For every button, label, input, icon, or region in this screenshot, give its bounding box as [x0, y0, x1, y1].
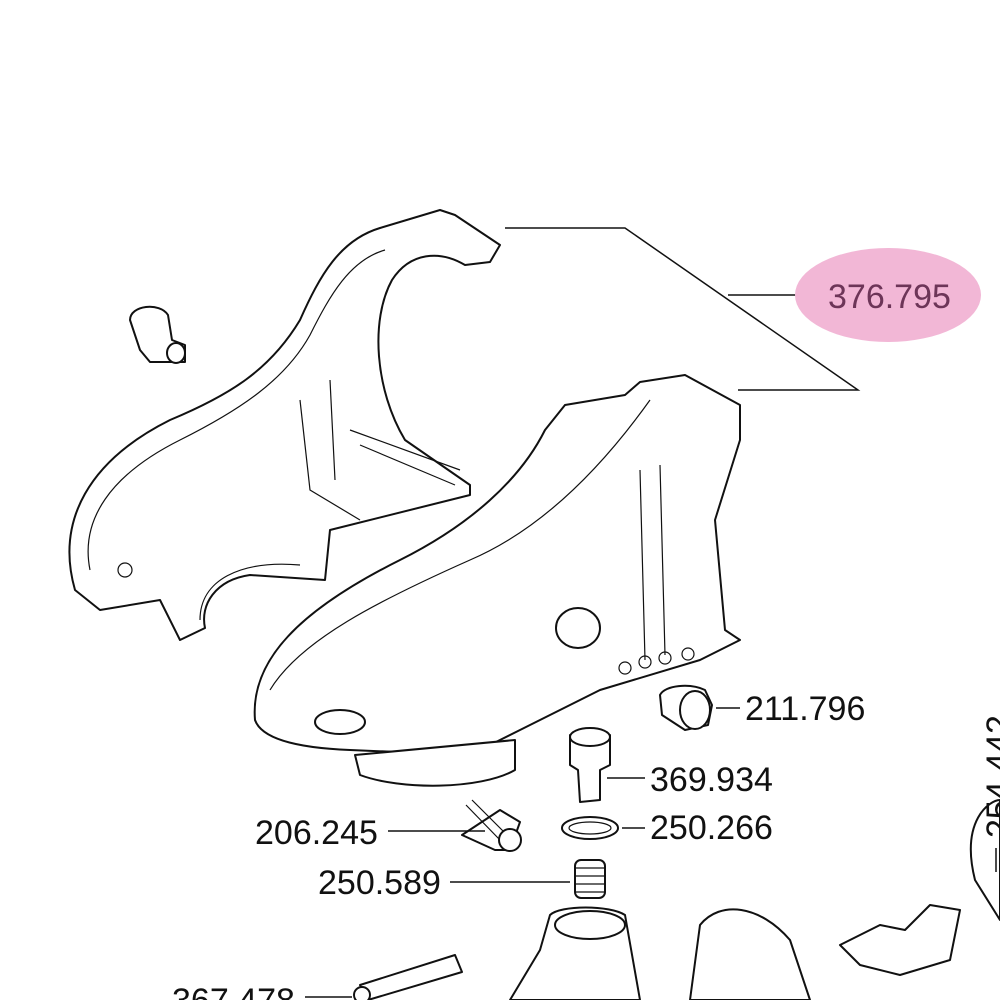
part-369-934[interactable]	[569, 727, 611, 803]
highlight-ellipse	[795, 248, 981, 342]
part-label-250-589[interactable]: 250.589	[318, 864, 441, 902]
part-label-367-478[interactable]: 367.478	[172, 982, 295, 1000]
part-250-589[interactable]	[574, 859, 606, 899]
part-211-796[interactable]	[659, 684, 713, 731]
gearbox-partial[interactable]	[509, 799, 1000, 1000]
housing-right-half[interactable]	[253, 374, 741, 787]
part-label-206-245[interactable]: 206.245	[255, 814, 378, 852]
part-250-266[interactable]	[561, 816, 619, 840]
part-label-369-934[interactable]: 369.934	[650, 761, 773, 799]
plug-part[interactable]	[129, 305, 186, 364]
part-367-478[interactable]	[353, 954, 463, 1000]
part-label-254-442[interactable]: 254.442	[980, 715, 1000, 838]
part-label-250-266[interactable]: 250.266	[650, 809, 773, 847]
part-label-376-795[interactable]: 376.795	[828, 278, 951, 316]
part-label-211-796[interactable]: 211.796	[745, 690, 865, 728]
housing-left-half[interactable]	[68, 209, 501, 641]
part-206-245[interactable]	[461, 799, 522, 852]
